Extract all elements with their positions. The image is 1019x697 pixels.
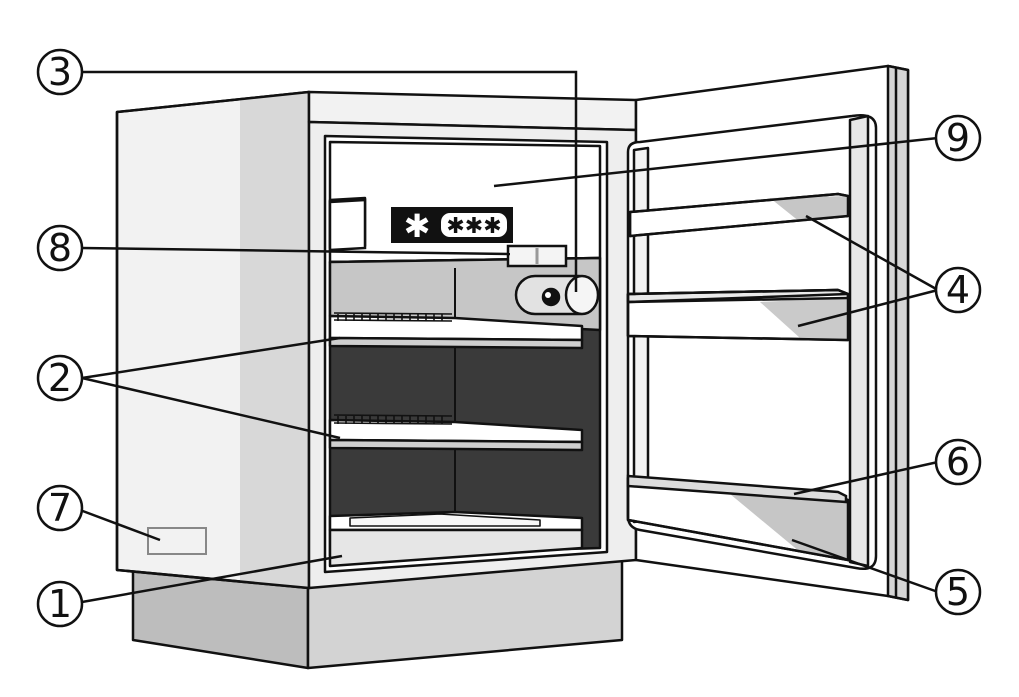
door-shelf-middle (626, 288, 850, 342)
callout-9: 9 (934, 114, 982, 162)
callout-number: 7 (48, 486, 72, 530)
leader-7 (79, 508, 161, 542)
callout-number: 2 (48, 356, 72, 400)
callout-number: 5 (946, 570, 970, 614)
freezer-ice-tray (328, 198, 367, 252)
rating-plate (147, 527, 207, 555)
fridge-plinth (131, 558, 624, 670)
callout-7: 7 (36, 484, 84, 532)
callout-number: 3 (48, 50, 72, 94)
door-shelf-top (628, 192, 850, 238)
leader-4a (805, 214, 939, 292)
leader-5 (791, 538, 939, 594)
freezer-stars: ✱✱✱ (446, 214, 501, 239)
leader-6 (793, 460, 939, 496)
fridge-shelf-upper (328, 312, 584, 350)
leader-lines (79, 70, 939, 604)
callout-6: 6 (934, 438, 982, 486)
thermostat-knob (514, 274, 600, 316)
snowflake-icon: ✱ (404, 207, 431, 245)
callout-3: 3 (36, 48, 84, 96)
callout-4: 4 (934, 266, 982, 314)
leader-1 (81, 554, 343, 604)
leader-3 (82, 70, 578, 292)
callout-2: 2 (36, 354, 84, 402)
callout-number: 9 (946, 116, 970, 160)
leader-2b (81, 376, 341, 440)
callout-1: 1 (36, 580, 84, 628)
thermostat-housing (506, 244, 568, 268)
crisper-drawer (328, 510, 584, 568)
leader-9 (493, 136, 939, 188)
callout-8: 8 (36, 224, 84, 272)
callout-number: 6 (946, 440, 970, 484)
callout-number: 4 (946, 268, 970, 312)
shelf-grille-lower (333, 414, 453, 425)
callouts: 3 8 2 7 1 9 4 6 (36, 48, 982, 628)
bottle-retainer-rail (626, 474, 848, 504)
leader-4b (797, 288, 939, 328)
callout-number: 8 (48, 226, 72, 270)
callout-5: 5 (934, 568, 982, 616)
freezer-star-badge: ✱ ✱✱✱ (391, 207, 513, 245)
leader-8 (81, 246, 511, 256)
leader-2a (81, 336, 341, 380)
fridge-interior (323, 134, 609, 574)
callout-number: 1 (48, 582, 72, 626)
fridge-shelf-lower (328, 414, 584, 452)
shelf-grille-upper (333, 312, 453, 322)
